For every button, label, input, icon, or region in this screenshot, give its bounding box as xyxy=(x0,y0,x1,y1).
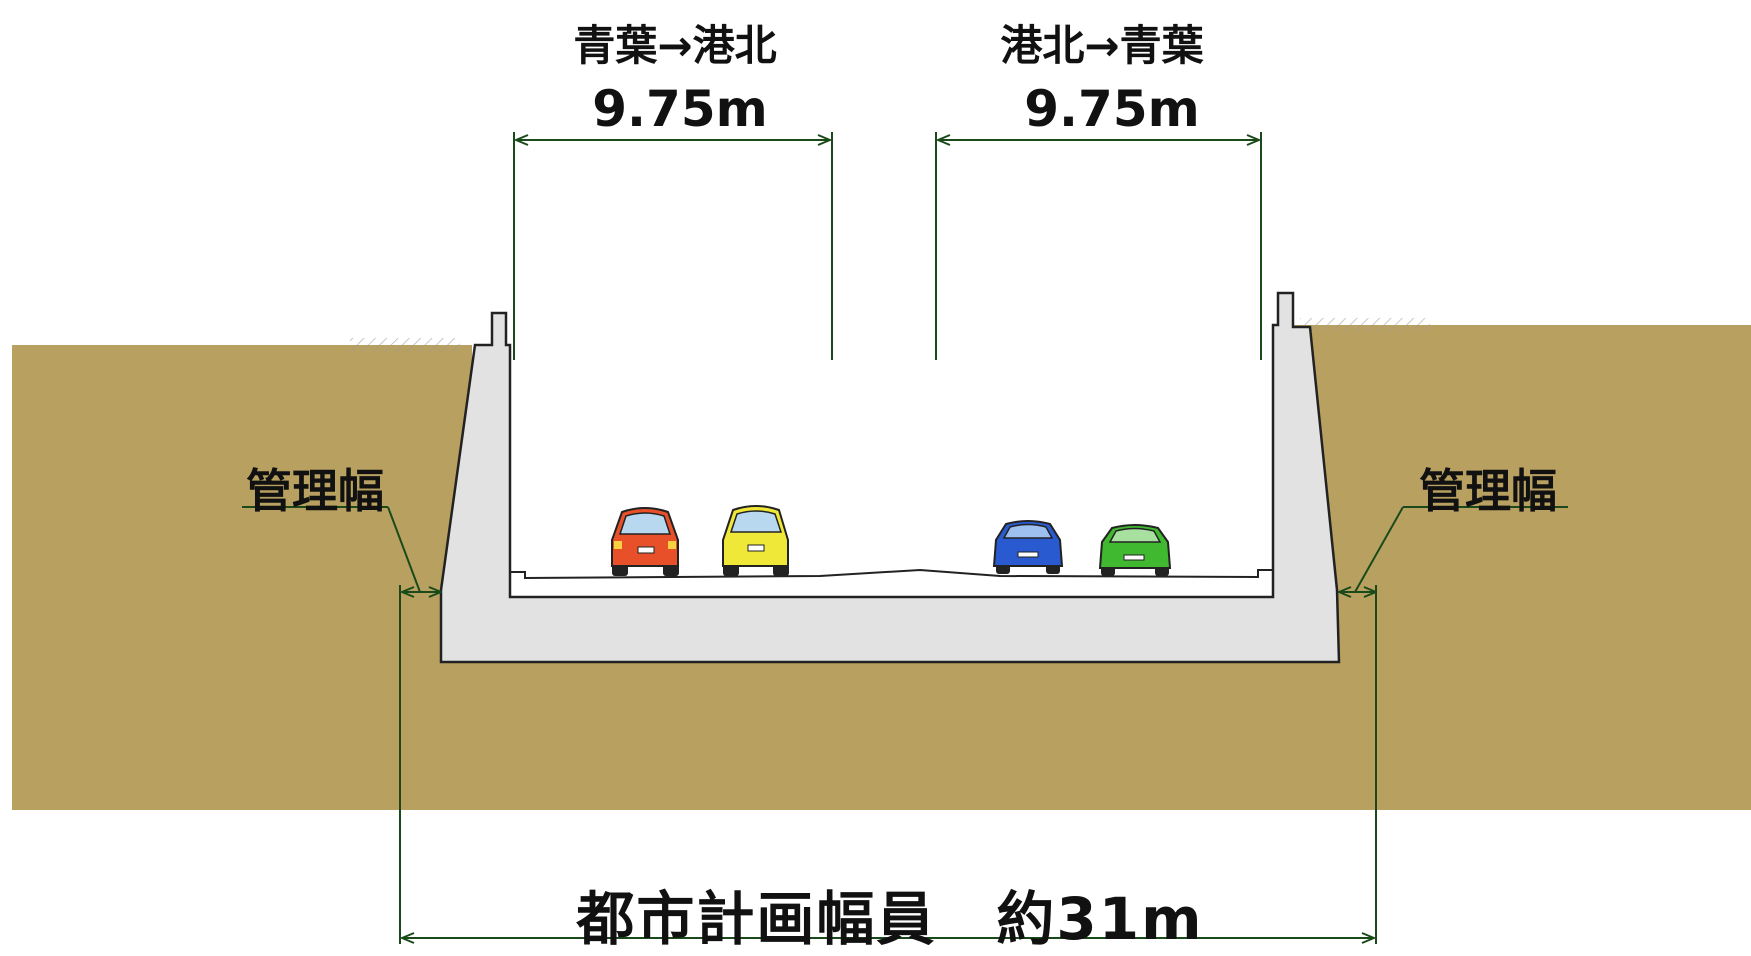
lane-width-right: 9.75m xyxy=(1024,80,1200,138)
concrete-u-structure xyxy=(439,291,1341,664)
ground-hatch-left xyxy=(350,338,460,352)
car-green xyxy=(1098,524,1172,576)
road-surface xyxy=(510,568,1273,580)
car-red xyxy=(611,507,679,576)
lane-width-left: 9.75m xyxy=(592,80,768,138)
total-planned-width-label: 都市計画幅員 約31m xyxy=(576,885,1204,953)
management-width-label-right: 管理幅 xyxy=(1419,464,1557,518)
management-width-label-left: 管理幅 xyxy=(246,464,384,518)
car-yellow xyxy=(722,505,789,576)
management-leader-left xyxy=(387,506,421,593)
soil-left-slope xyxy=(12,345,472,600)
management-leader-right xyxy=(1354,506,1404,593)
direction-label-right: 港北→青葉 xyxy=(1000,21,1204,70)
soil-right-slope xyxy=(1290,325,1751,600)
car-blue xyxy=(992,520,1064,574)
ground-hatch-right xyxy=(1300,318,1430,332)
direction-label-left: 青葉→港北 xyxy=(573,21,777,70)
